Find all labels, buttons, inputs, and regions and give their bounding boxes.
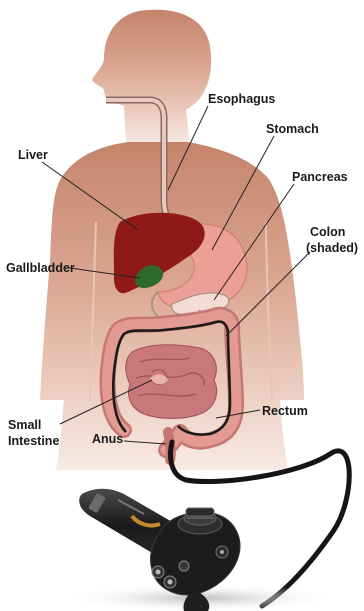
label-intestine: Intestine (8, 434, 59, 448)
label-liver: Liver (18, 148, 48, 162)
label-pancreas: Pancreas (292, 170, 348, 184)
small-intestine-organ (126, 345, 217, 419)
label-colon: Colon (310, 225, 345, 239)
label-small: Small (8, 418, 41, 432)
label-colon-shaded: (shaded) (306, 241, 358, 255)
label-anus: Anus (92, 432, 123, 446)
label-rectum: Rectum (262, 404, 308, 418)
label-gallbladder: Gallbladder (6, 261, 75, 275)
label-esophagus: Esophagus (208, 92, 275, 106)
label-stomach: Stomach (266, 122, 319, 136)
